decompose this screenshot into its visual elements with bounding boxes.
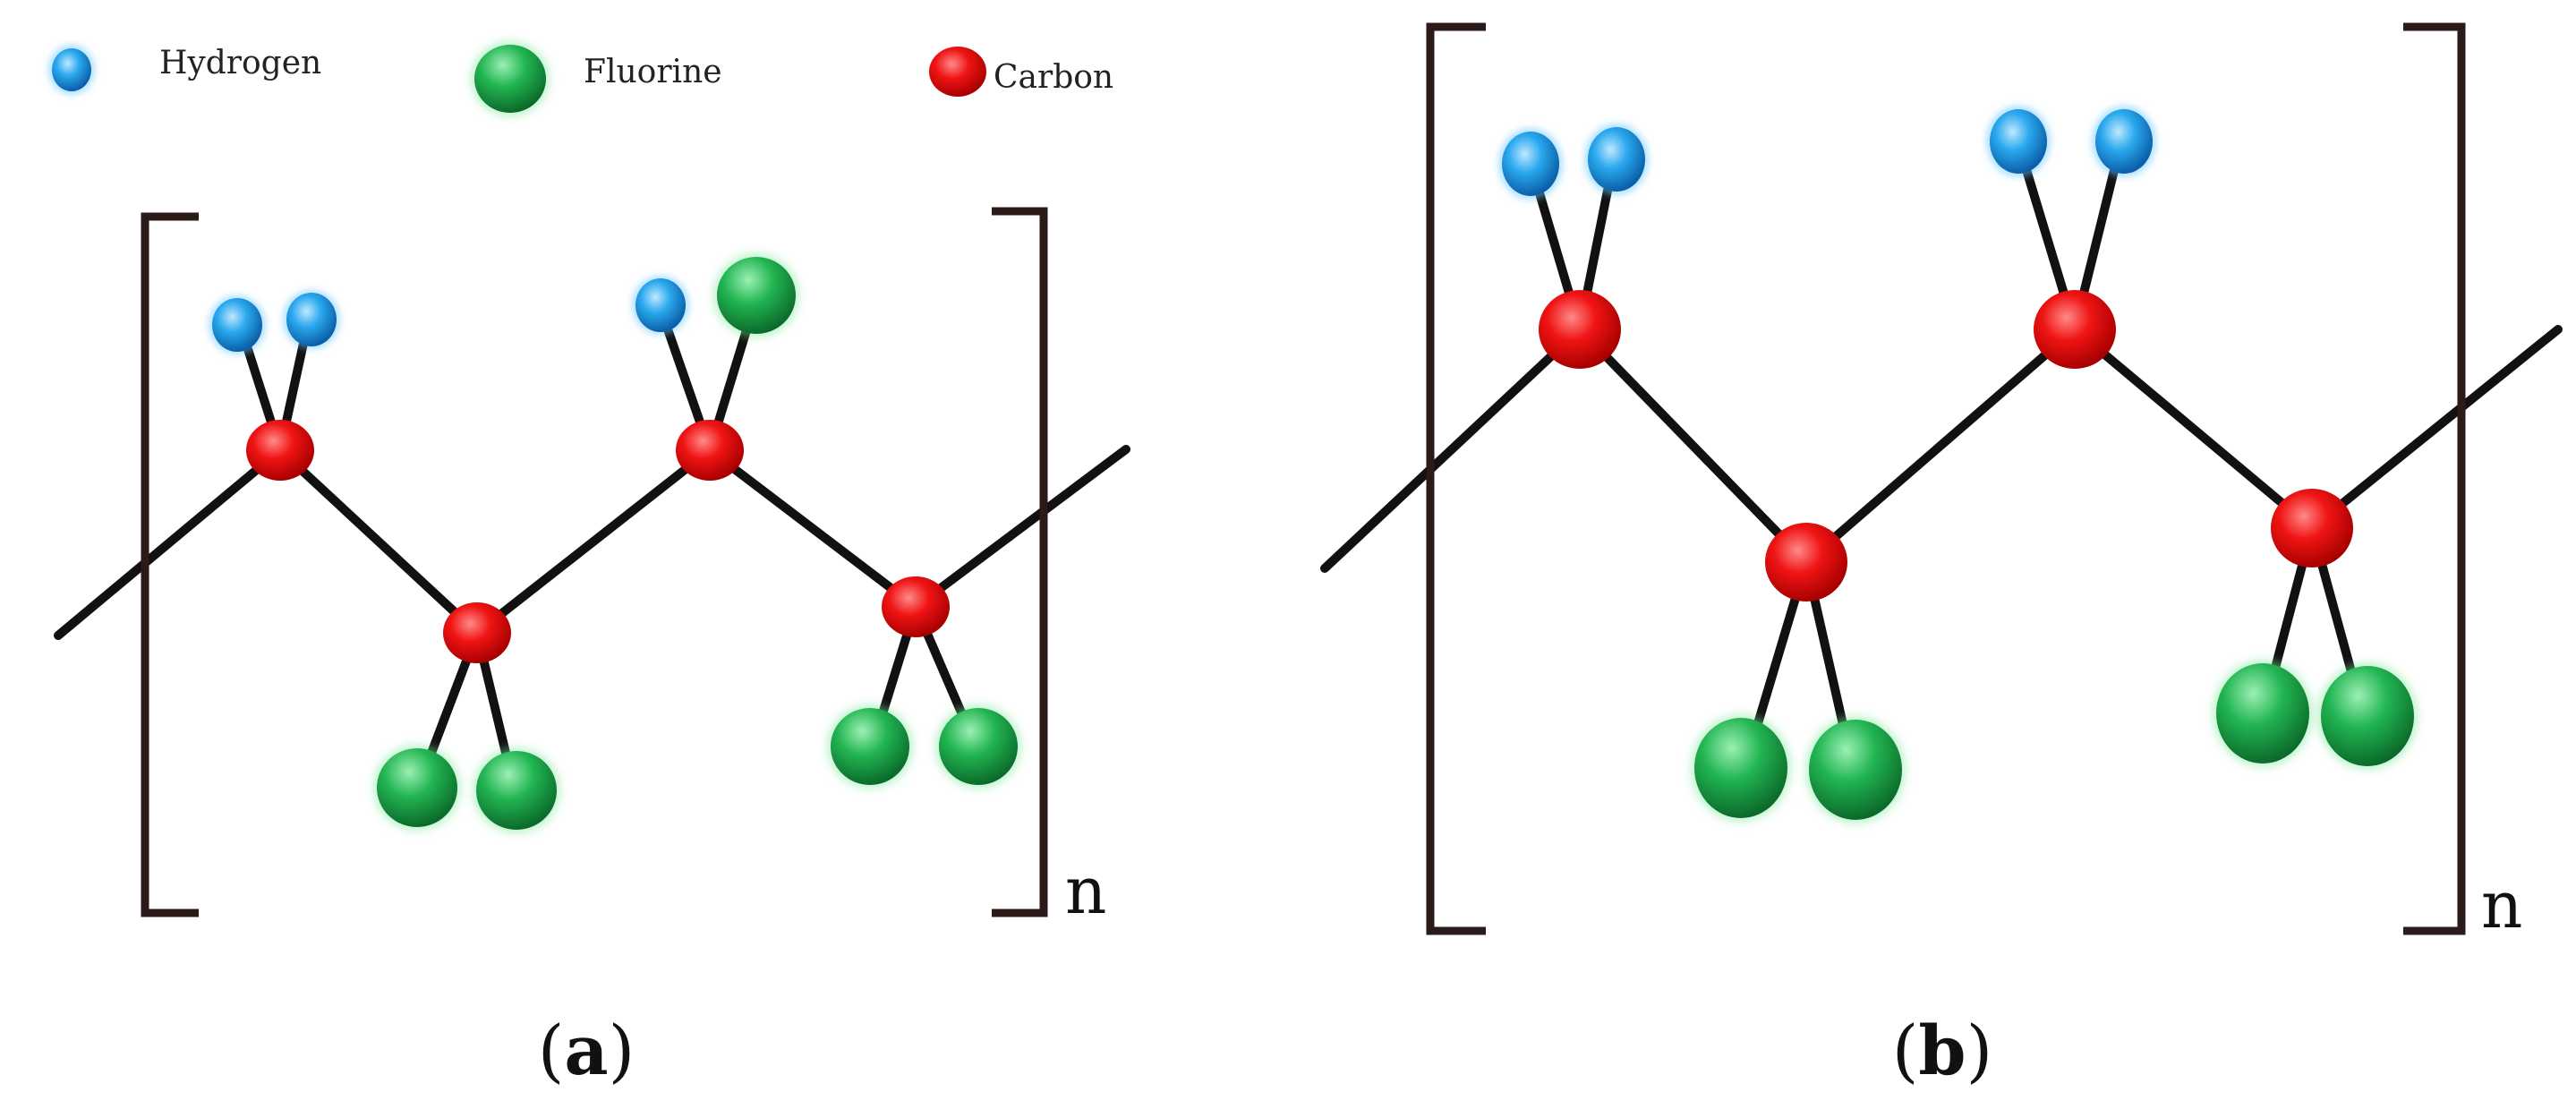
panel-b-structure: n <box>1320 22 2563 943</box>
hydrogen-atom <box>635 278 686 332</box>
legend: Hydrogen Fluorine Carbon <box>48 41 1113 116</box>
fluorine-atom <box>377 748 457 827</box>
hydrogen-atom <box>1502 132 1559 196</box>
fluorine-atom <box>717 257 796 334</box>
carbon-atom <box>2034 290 2116 369</box>
panel-a-repeat-subscript: n <box>1065 853 1106 928</box>
carbon-atom-icon <box>929 47 986 97</box>
fluorine-legend-label: Fluorine <box>584 54 722 90</box>
fluorine-atom <box>476 751 557 830</box>
panel-a-backbone <box>54 444 1130 640</box>
carbon-atom <box>882 576 950 637</box>
panel-b-backbone <box>1320 322 2563 573</box>
hydrogen-legend-label: Hydrogen <box>159 45 321 81</box>
fluorine-atom <box>2216 663 2309 764</box>
carbon-atom <box>246 420 314 481</box>
panel-a-label: (a) <box>538 1011 635 1090</box>
panel-a-left-bracket <box>141 212 199 917</box>
hydrogen-atom-icon <box>52 48 91 91</box>
carbon-legend-label: Carbon <box>994 59 1113 96</box>
hydrogen-legend-item: Hydrogen <box>48 45 321 95</box>
fluorine-atom <box>2321 666 2414 766</box>
hydrogen-atom <box>1588 127 1645 192</box>
panel-b-left-bracket <box>1426 22 1486 935</box>
panel-b-repeat-subscript: n <box>2481 867 2522 943</box>
carbon-legend-item: Carbon <box>929 47 1113 97</box>
carbon-atom <box>443 602 511 663</box>
hydrogen-atom <box>286 293 337 346</box>
panel-b-right-bracket <box>2403 22 2466 935</box>
fluorine-atom <box>1694 718 1787 818</box>
panel-a-structure: n <box>54 207 1130 928</box>
fluorine-legend-item: Fluorine <box>471 41 722 116</box>
panel-a-right-bracket <box>992 207 1048 917</box>
carbon-atom <box>1765 523 1847 601</box>
carbon-atom <box>2271 489 2353 567</box>
fluorine-atom-icon <box>474 45 546 113</box>
carbon-atom <box>676 420 744 481</box>
carbon-atom <box>1539 290 1621 369</box>
fluorine-atom <box>1809 720 1902 820</box>
fluorine-atom <box>939 708 1018 785</box>
hydrogen-atom <box>212 298 262 352</box>
panel-b-label: (b) <box>1892 1011 1992 1090</box>
hydrogen-atom <box>1990 109 2047 174</box>
fluorine-atom <box>831 708 909 785</box>
hydrogen-atom <box>2095 109 2153 174</box>
